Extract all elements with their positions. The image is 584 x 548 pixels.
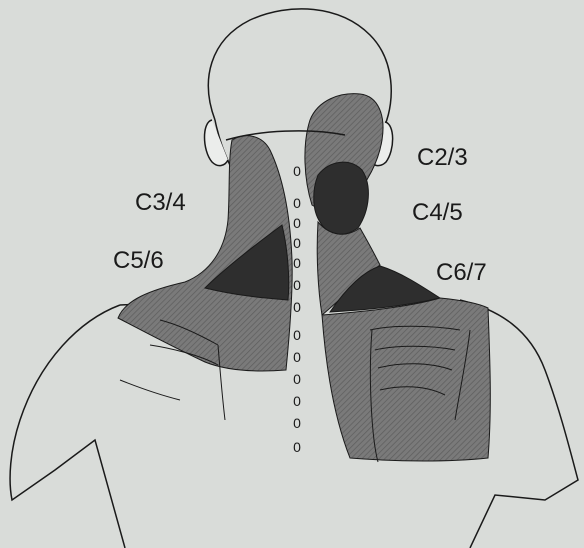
zone-c4-5-core xyxy=(314,162,369,234)
label-c5-6: C5/6 xyxy=(113,247,164,274)
zone-scapular-right xyxy=(322,298,490,461)
spinous-process-marker: 0 xyxy=(293,277,301,293)
spinous-process-marker: 0 xyxy=(293,299,301,315)
spinous-process-marker: 0 xyxy=(293,163,301,179)
spinous-process-marker: 0 xyxy=(293,439,301,455)
spinous-process-marker: 0 xyxy=(293,393,301,409)
spinous-process-marker: 0 xyxy=(293,349,301,365)
label-c2-3: C2/3 xyxy=(417,144,468,171)
spinous-process-marker: 0 xyxy=(293,371,301,387)
label-c4-5: C4/5 xyxy=(412,199,463,226)
spinous-process-marker: 0 xyxy=(293,327,301,343)
spinous-process-marker: 0 xyxy=(293,415,301,431)
spinous-process-marker: 0 xyxy=(293,255,301,271)
spinous-process-marker: 0 xyxy=(293,215,301,231)
label-c3-4: C3/4 xyxy=(135,189,186,216)
label-c6-7: C6/7 xyxy=(436,259,487,286)
spinous-process-marker: 0 xyxy=(293,195,301,211)
spinous-process-markers: 0 0 0 0 0 0 0 0 0 0 0 0 0 xyxy=(293,163,301,455)
spinous-process-marker: 0 xyxy=(293,235,301,251)
